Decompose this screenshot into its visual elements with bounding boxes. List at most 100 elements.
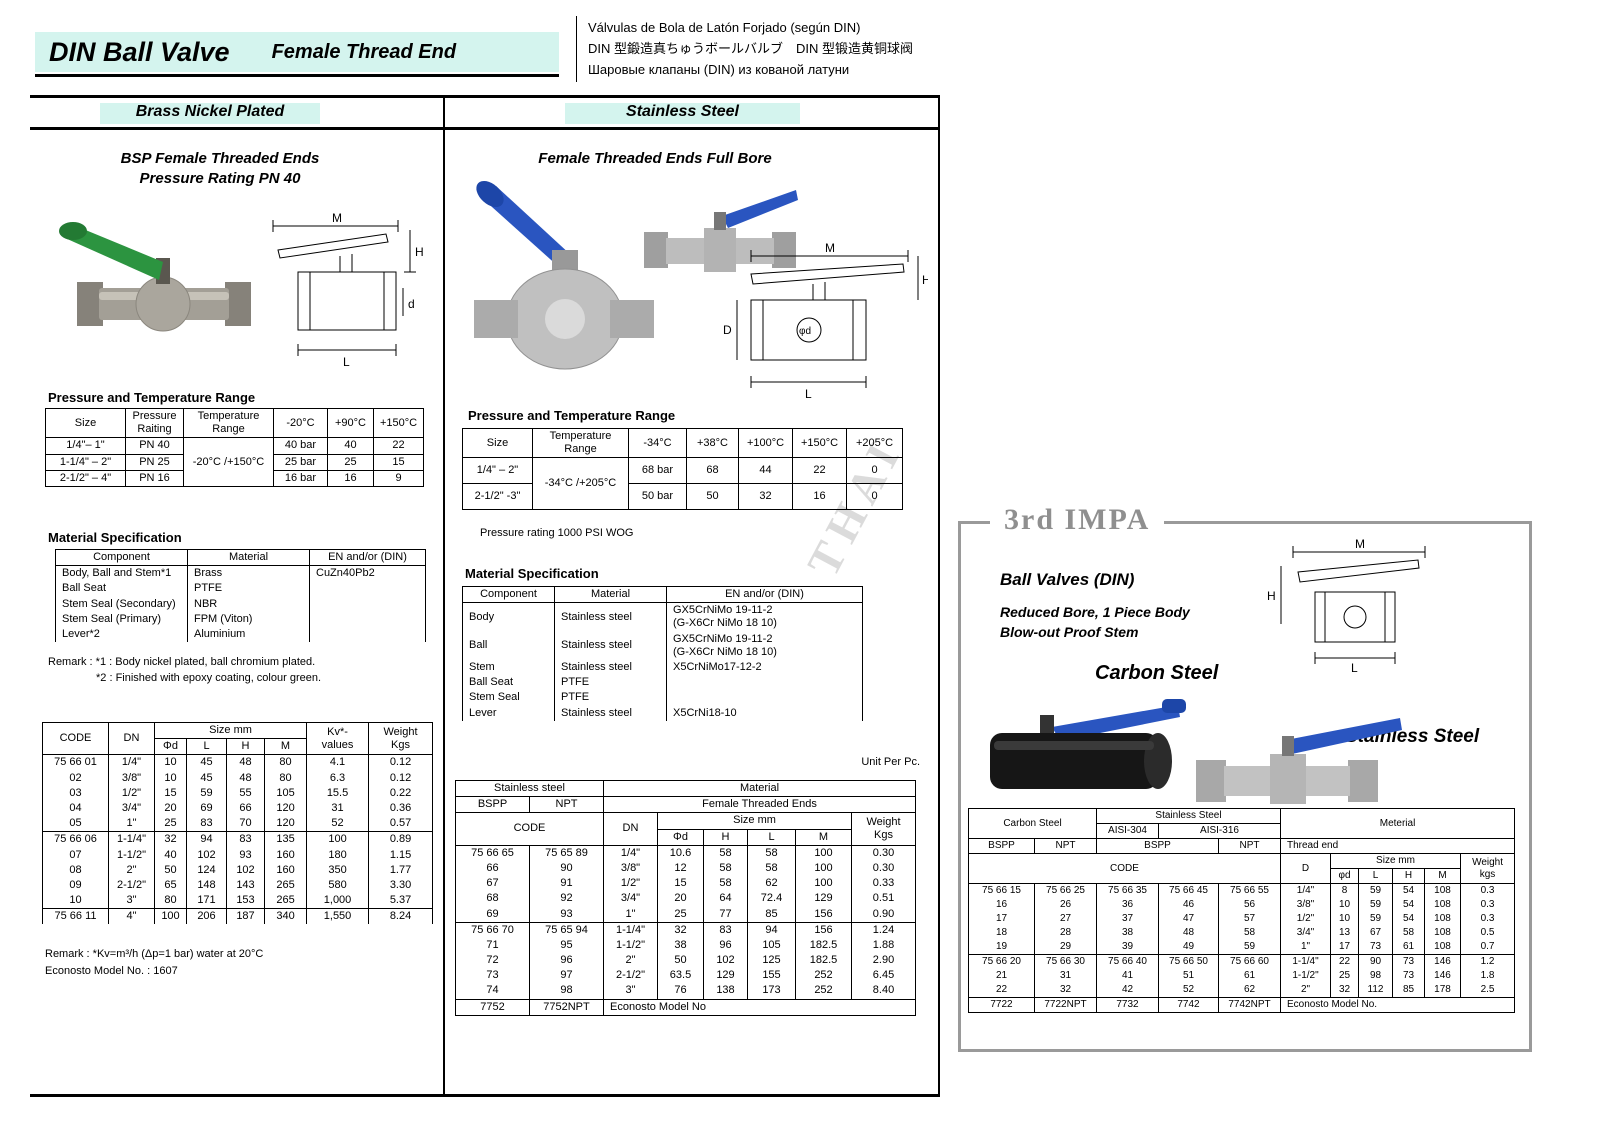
table-cell: 125 xyxy=(747,953,796,969)
table-cell: 2-1/2" xyxy=(603,968,658,984)
table-cell: 1/4"– 1" xyxy=(45,437,126,455)
table-cell: 77 xyxy=(703,906,748,923)
table-cell: 0.3 xyxy=(1459,898,1516,912)
table-cell xyxy=(309,596,426,612)
table-cell: 56 xyxy=(1218,898,1281,912)
table-cell: 124 xyxy=(186,862,227,878)
table-cell: 85 xyxy=(1392,983,1425,998)
table-cell: 8.40 xyxy=(851,983,916,1000)
table-cell: 7752NPT xyxy=(529,998,604,1016)
stainless-steel-valve-photo xyxy=(1196,718,1402,804)
table-cell: 48 xyxy=(1158,926,1219,940)
middle-psi-note: Pressure rating 1000 PSI WOG xyxy=(480,527,634,539)
table-cell: 50 xyxy=(657,953,704,969)
table-cell: 1.2 xyxy=(1459,954,1516,969)
table-cell: 27 xyxy=(1034,912,1097,926)
column-divider xyxy=(443,98,445,1096)
table-cell: 1.24 xyxy=(851,921,916,938)
table-cell: 3/8" xyxy=(1280,898,1331,912)
table-cell: 0.12 xyxy=(368,754,434,771)
table-cell: 75 66 45 xyxy=(1158,883,1219,898)
table-cell: 15 xyxy=(373,453,424,471)
table-cell: 102 xyxy=(703,953,748,969)
col-header: Female Threaded Ends xyxy=(603,796,916,814)
col-header: EN and/or (DIN) xyxy=(309,548,426,567)
table-cell: 0.33 xyxy=(851,876,916,892)
table-cell: 3/8" xyxy=(108,770,155,786)
table-cell: 68 xyxy=(455,891,530,907)
middle-ms-title: Material Specification xyxy=(465,566,599,581)
dim-label-h: H xyxy=(1267,589,1276,603)
table-cell: X5CrNiMo17-12-2 xyxy=(666,659,863,676)
table-cell: 171 xyxy=(186,893,227,909)
table-cell: 2-1/2" xyxy=(108,877,155,894)
table-cell: 90 xyxy=(529,860,604,877)
table-row: Φd H L M xyxy=(456,828,916,846)
table-cell: 12 xyxy=(657,860,704,877)
carbon-steel-valve-photo xyxy=(990,699,1186,789)
table-cell: 22 xyxy=(792,457,847,485)
table-cell: 102 xyxy=(226,862,265,878)
dim-label-d: D xyxy=(723,323,732,337)
col-header: Material xyxy=(554,585,667,604)
table-cell: 83 xyxy=(703,921,748,938)
table-cell: Stem Seal (Secondary) xyxy=(55,596,188,612)
table-cell: 32 xyxy=(1330,983,1359,998)
table-cell: 72 xyxy=(455,953,530,969)
table-cell: 95 xyxy=(529,937,604,954)
table-cell: 7752 xyxy=(455,998,530,1016)
middle-heading: Female Threaded Ends Full Bore xyxy=(538,150,772,167)
table-cell: 02 xyxy=(42,770,109,786)
table-cell: 59 xyxy=(1358,912,1393,926)
dim-label-m: M xyxy=(825,242,835,255)
col-header: Kv*- values xyxy=(306,721,370,756)
table-cell: 7742NPT xyxy=(1218,997,1281,1013)
table-cell: 40 xyxy=(154,847,187,863)
table-cell: 100 xyxy=(306,831,370,848)
table-row: Carbon Steel Stainless Steel Meterial xyxy=(968,808,1516,839)
table-cell: 61 xyxy=(1218,969,1281,983)
table-cell: 0.3 xyxy=(1459,883,1516,898)
table-cell: 58 xyxy=(1218,926,1281,940)
col-header: H xyxy=(1392,868,1425,884)
dim-label-h: H xyxy=(415,245,424,259)
table-cell: 0.90 xyxy=(851,906,916,923)
table-cell: 1.8 xyxy=(1459,969,1516,983)
table-cell: 26 xyxy=(1034,898,1097,912)
table-row: Size Temperature Range -34°C +38°C +100°… xyxy=(462,427,903,459)
col-header: -20°C xyxy=(273,407,328,439)
table-row: φd L H M xyxy=(969,868,1515,884)
table-cell: 75 66 70 xyxy=(455,921,530,938)
table-cell: X5CrNi18-10 xyxy=(666,705,863,721)
table-cell: 97 xyxy=(529,968,604,984)
table-cell: 265 xyxy=(263,893,308,909)
table-cell: 75 66 60 xyxy=(1218,954,1281,969)
table-cell xyxy=(666,675,863,691)
table-cell: 58 xyxy=(703,844,748,861)
table-cell: 61 xyxy=(1392,940,1425,955)
middle-pt-title: Pressure and Temperature Range xyxy=(468,408,676,423)
table-cell: 1/4" xyxy=(1280,883,1331,898)
table-cell: 94 xyxy=(747,921,796,938)
middle-pressure-temperature-table: Size Temperature Range -34°C +38°C +100°… xyxy=(462,427,903,511)
table-cell: 6.3 xyxy=(306,770,370,786)
col-header: M xyxy=(263,738,308,756)
table-cell: 6.45 xyxy=(851,968,916,984)
left-remark-1: Remark : *1 : Body nickel plated, ball c… xyxy=(48,656,316,668)
table-cell: 52 xyxy=(306,816,370,832)
table-cell: 07 xyxy=(42,847,109,863)
col-header: AISI-304 xyxy=(1096,823,1159,839)
table-cell: 15 xyxy=(657,876,704,892)
table-cell: 54 xyxy=(1392,883,1425,898)
table-cell: 80 xyxy=(263,770,308,786)
left-pt-title: Pressure and Temperature Range xyxy=(48,390,256,405)
table-cell: 580 xyxy=(306,877,370,894)
table-cell: 1,550 xyxy=(306,908,370,925)
table-cell: 25 xyxy=(657,906,704,923)
col-header: +38°C xyxy=(686,427,739,459)
dim-label-m: M xyxy=(1355,537,1365,551)
